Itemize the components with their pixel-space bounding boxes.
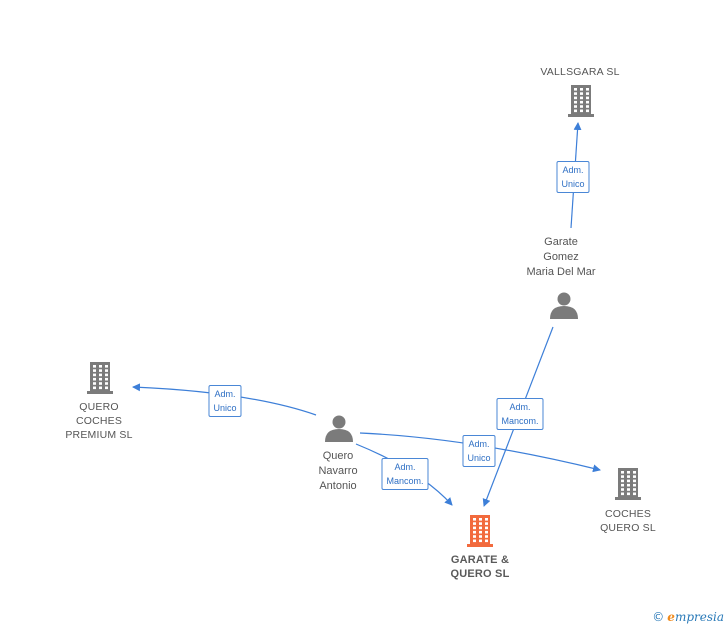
person-icon-quero-navarro[interactable]: [325, 415, 353, 443]
building-icon-vallsgara[interactable]: [568, 85, 594, 117]
copyright-icon: ©: [652, 610, 665, 624]
edge-label-quero-navarro-garate-quero: Adm. Mancom.: [381, 458, 429, 490]
edge-label-garate-gomez-vallsgara: Adm. Unico: [556, 161, 590, 193]
building-icon-quero-coches-premium[interactable]: [87, 362, 113, 394]
node-label-garate-gomez[interactable]: Garate Gomez Maria Del Mar: [526, 236, 596, 278]
edge-label-quero-navarro-quero-coches-premium: Adm. Unico: [208, 385, 242, 417]
person-icon-garate-gomez[interactable]: [550, 292, 578, 320]
node-label-coches-quero[interactable]: COCHES QUERO SL: [600, 508, 656, 534]
brand-initial: e: [667, 610, 675, 624]
node-label-quero-navarro[interactable]: Quero Navarro Antonio: [318, 450, 358, 492]
empresia-logo: ©empresia: [652, 610, 724, 624]
edge-label-quero-navarro-coches-quero: Adm. Unico: [462, 435, 496, 467]
building-icon-garate-quero[interactable]: [467, 515, 493, 547]
building-icon-coches-quero[interactable]: [615, 468, 641, 500]
node-label-quero-coches-premium[interactable]: QUERO COCHES PREMIUM SL: [65, 401, 133, 441]
node-label-vallsgara[interactable]: VALLSGARA SL: [540, 66, 620, 78]
edge-label-garate-gomez-garate-quero: Adm. Mancom.: [496, 398, 544, 430]
brand-name: mpresia: [674, 610, 724, 624]
node-label-garate-quero[interactable]: GARATE & QUERO SL: [450, 554, 510, 580]
